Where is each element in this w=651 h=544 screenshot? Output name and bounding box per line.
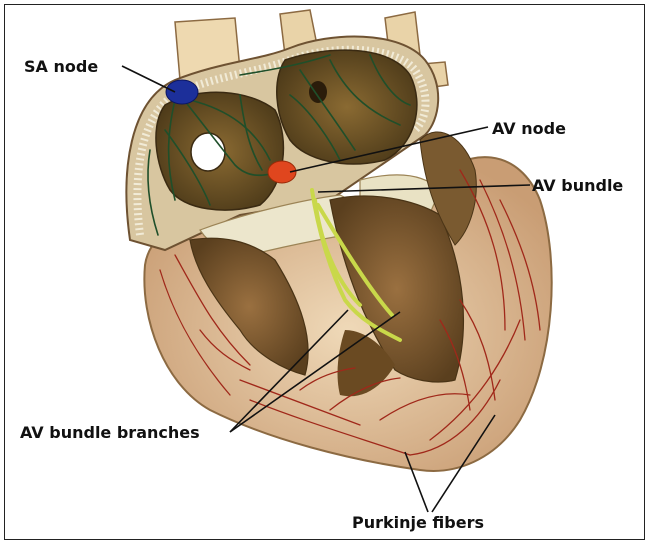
label-sa-node: SA node [24, 57, 98, 76]
label-av-node: AV node [492, 119, 566, 138]
sa-node [166, 80, 198, 104]
left-atrium-chamber [277, 50, 417, 164]
label-av-bundle-branches: AV bundle branches [20, 423, 200, 442]
label-purkinje-fibers: Purkinje fibers [352, 513, 484, 532]
vessel-opening [191, 133, 225, 171]
label-av-bundle: AV bundle [532, 176, 623, 195]
